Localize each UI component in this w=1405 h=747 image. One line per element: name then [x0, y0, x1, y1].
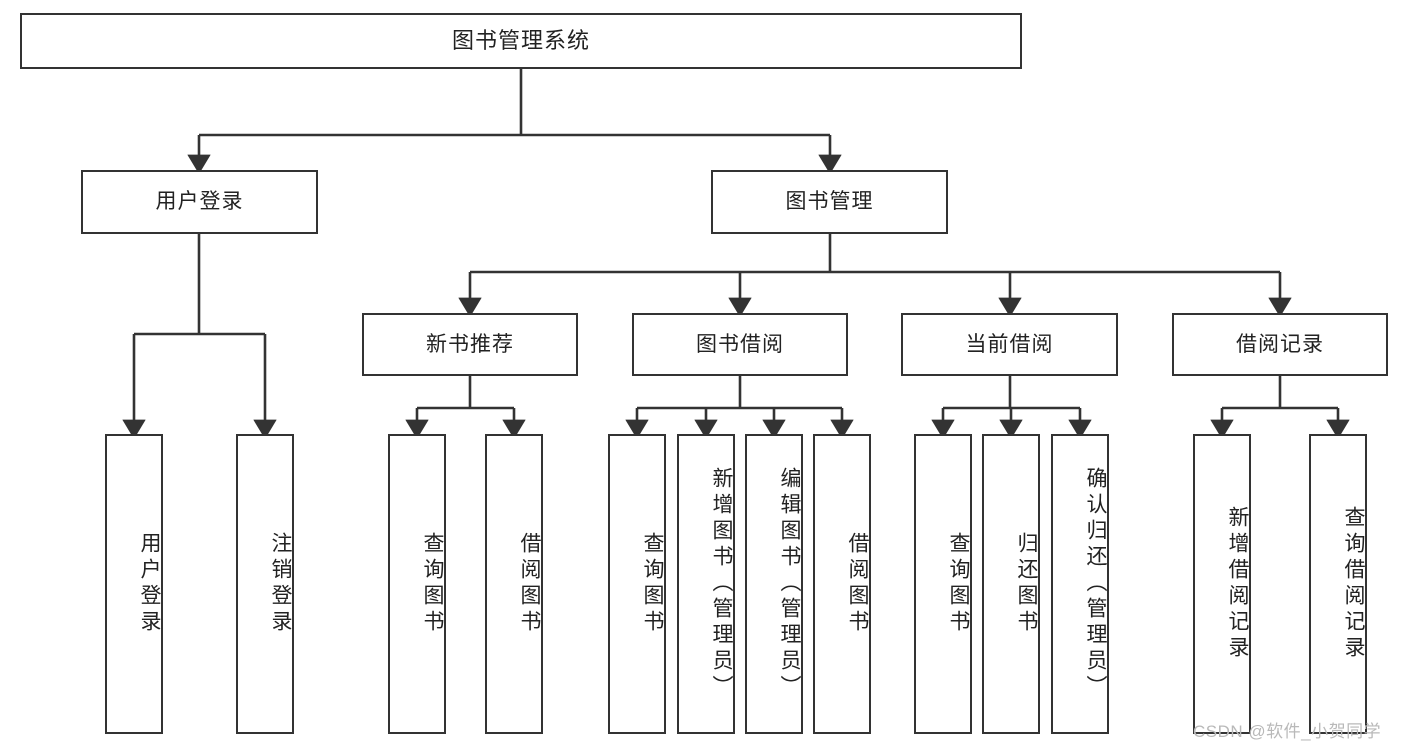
node-leaf-query-record-label: 查询借阅记录: [1342, 506, 1365, 662]
node-book-borrow-label: 图书借阅: [696, 332, 784, 356]
node-leaf-return-book[interactable]: 归还图书: [982, 434, 1040, 734]
node-leaf-query-record[interactable]: 查询借阅记录: [1309, 434, 1367, 734]
node-book-borrow[interactable]: 图书借阅: [632, 313, 848, 376]
node-leaf-add-record-label: 新增借阅记录: [1226, 506, 1249, 662]
node-leaf-query-book-2-label: 查询图书: [641, 532, 664, 636]
node-book-manage-label: 图书管理: [785, 190, 874, 214]
node-leaf-add-book[interactable]: 新增图书（管理员）: [677, 434, 735, 734]
node-leaf-confirm-return[interactable]: 确认归还（管理员）: [1051, 434, 1109, 734]
node-leaf-query-book-2[interactable]: 查询图书: [608, 434, 666, 734]
node-leaf-logout-label: 注销登录: [269, 532, 292, 636]
node-leaf-add-book-label: 新增图书（管理员）: [710, 467, 733, 701]
node-leaf-confirm-return-label: 确认归还（管理员）: [1084, 467, 1107, 701]
node-book-manage[interactable]: 图书管理: [711, 170, 948, 234]
node-new-book-recommend[interactable]: 新书推荐: [362, 313, 578, 376]
node-leaf-query-book-1[interactable]: 查询图书: [388, 434, 446, 734]
node-leaf-logout[interactable]: 注销登录: [236, 434, 294, 734]
node-current-borrow-label: 当前借阅: [965, 332, 1054, 356]
node-root-book-management-system[interactable]: 图书管理系统: [20, 13, 1022, 69]
node-leaf-user-login-label: 用户登录: [138, 532, 161, 636]
node-leaf-add-record[interactable]: 新增借阅记录: [1193, 434, 1251, 734]
node-user-login-label: 用户登录: [155, 190, 244, 214]
node-leaf-borrow-book-2-label: 借阅图书: [846, 532, 869, 636]
node-leaf-edit-book-label: 编辑图书（管理员）: [778, 467, 801, 701]
node-leaf-query-book-3[interactable]: 查询图书: [914, 434, 972, 734]
node-leaf-borrow-book-1-label: 借阅图书: [518, 532, 541, 636]
node-new-book-recommend-label: 新书推荐: [426, 332, 514, 356]
node-leaf-borrow-book-1[interactable]: 借阅图书: [485, 434, 543, 734]
node-root-label: 图书管理系统: [451, 27, 590, 53]
node-leaf-query-book-3-label: 查询图书: [947, 532, 970, 636]
node-current-borrow[interactable]: 当前借阅: [901, 313, 1118, 376]
node-leaf-query-book-1-label: 查询图书: [421, 532, 444, 636]
node-leaf-return-book-label: 归还图书: [1015, 532, 1038, 636]
node-leaf-user-login[interactable]: 用户登录: [105, 434, 163, 734]
node-leaf-edit-book[interactable]: 编辑图书（管理员）: [745, 434, 803, 734]
node-user-login[interactable]: 用户登录: [81, 170, 318, 234]
node-leaf-borrow-book-2[interactable]: 借阅图书: [813, 434, 871, 734]
node-borrow-record-label: 借阅记录: [1236, 332, 1324, 356]
node-borrow-record[interactable]: 借阅记录: [1172, 313, 1388, 376]
